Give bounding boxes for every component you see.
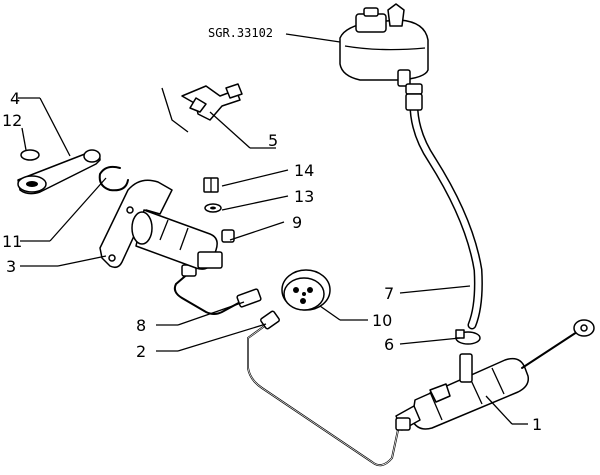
callout-4: 4 <box>10 89 20 108</box>
slave-cylinder <box>131 209 235 270</box>
bolt <box>203 177 219 193</box>
callout-1: 1 <box>532 415 542 434</box>
callout-labels: 4 12 11 3 5 14 13 9 8 2 10 7 6 1 <box>2 89 542 434</box>
reference-code: SGR.33102 <box>208 26 273 40</box>
pin <box>20 149 40 161</box>
clutch-master-cylinder <box>395 319 595 431</box>
callout-3: 3 <box>6 257 16 276</box>
damper <box>281 269 331 311</box>
callout-5: 5 <box>268 131 278 150</box>
washer <box>204 203 222 213</box>
callout-14: 14 <box>294 161 314 180</box>
callout-13: 13 <box>294 187 314 206</box>
callout-leaders <box>18 97 528 425</box>
callout-6: 6 <box>384 335 394 354</box>
callout-8: 8 <box>136 316 146 335</box>
callout-10: 10 <box>372 311 392 330</box>
hydraulic-pipe-short <box>173 264 262 315</box>
hose-clip <box>455 329 481 345</box>
callout-2: 2 <box>136 342 146 361</box>
fluid-reservoir <box>339 3 429 95</box>
callout-11: 11 <box>2 232 22 251</box>
pipe-bracket <box>161 83 243 133</box>
callout-12: 12 <box>2 111 22 130</box>
callout-7: 7 <box>384 284 394 303</box>
hydraulic-pipe <box>247 310 411 467</box>
release-lever <box>17 149 101 195</box>
callout-9: 9 <box>292 213 302 232</box>
reference-leader <box>285 33 341 43</box>
circlip <box>98 165 129 192</box>
hose <box>405 93 483 330</box>
